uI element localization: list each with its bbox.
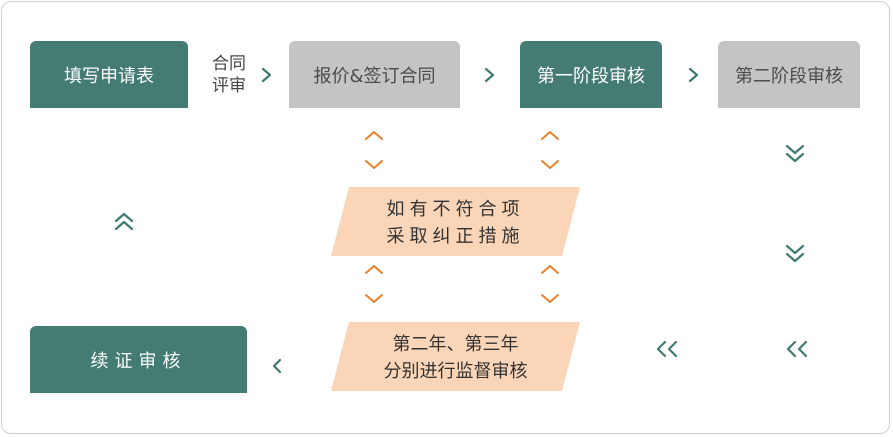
stage2-audit-box: 第二阶段审核 [718,41,860,108]
apply-step-label: 填写申请表 [64,65,154,87]
quote-sign-step-box: 报价&签订合同 [289,41,460,108]
chevron-right-icon [484,67,495,83]
up-down-chevron-icon [541,131,559,169]
corrective-action-shape [331,187,580,256]
contract-review-line1: 合同 [212,54,246,74]
up-down-chevron-icon [365,265,383,303]
renewal-audit-box: 续证审核 [30,326,247,393]
renewal-audit-label: 续证审核 [90,350,187,372]
chevron-left-icon [272,358,282,374]
double-chevron-down-icon [785,244,805,263]
corrective-action-line1: 如有不符合项 [386,199,525,220]
quote-sign-step-label: 报价&签订合同 [313,65,436,87]
double-chevron-left-icon [656,340,678,358]
apply-step-box: 填写申请表 [30,41,188,108]
up-down-chevron-icon [541,265,559,303]
double-chevron-up-icon [114,212,134,231]
contract-review-label: 合同 评审 [205,53,253,97]
chevron-right-icon [688,67,699,83]
corrective-action-line2: 采取纠正措施 [386,226,525,247]
surveillance-audit-line2: 分别进行监督审核 [383,361,528,382]
corrective-action-text: 如有不符合项 采取纠正措施 [331,196,580,250]
surveillance-audit-line1: 第二年、第三年 [392,334,519,355]
stage1-audit-label: 第一阶段审核 [537,65,645,87]
contract-review-line2: 评审 [212,76,246,96]
up-down-chevron-icon [365,131,383,169]
surveillance-audit-text: 第二年、第三年 分别进行监督审核 [331,331,580,385]
stage1-audit-box: 第一阶段审核 [520,41,662,108]
double-chevron-left-icon [786,340,808,358]
stage2-audit-label: 第二阶段审核 [735,65,843,87]
chevron-right-icon [261,67,272,83]
double-chevron-down-icon [785,144,805,163]
surveillance-audit-shape [331,322,580,391]
